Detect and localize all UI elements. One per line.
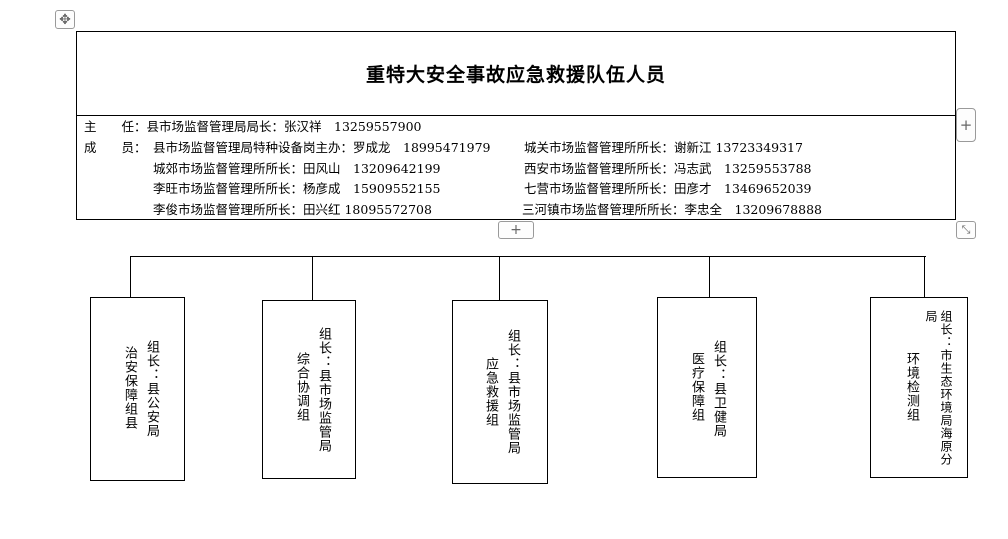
org-connector [130, 256, 131, 297]
director-text: 县市场监督管理局局长：张汉祥 13259557900 [146, 119, 422, 134]
group-leader: 组长：市生态环境局海原分局 [924, 310, 953, 466]
group-name: 综合协调组 [294, 352, 309, 422]
document-title: 重特大安全事故应急救援队伍人员 [77, 32, 955, 116]
member-entry: 城郊市场监督管理所所长：田风山 13209642199 [153, 161, 441, 176]
member-entry: 县市场监督管理局特种设备岗主办：罗成龙 18995471979 [153, 140, 491, 155]
org-connector [924, 256, 925, 297]
group-box-security: 组长：县公安局 治安保障组县 [90, 297, 185, 481]
director-label: 主 任： [84, 119, 147, 134]
group-box-coordination: 组长：县市场监管局 综合协调组 [262, 300, 356, 479]
table-move-handle[interactable]: ✥ [55, 10, 75, 29]
group-box-rescue: 组长：县市场监管局 应急救援组 [452, 300, 548, 484]
resize-icon: ⤡ [961, 223, 971, 236]
org-connector [709, 256, 710, 297]
personnel-table: 重特大安全事故应急救援队伍人员 主 任：县市场监督管理局局长：张汉祥 13259… [76, 31, 956, 220]
table-resize-handle[interactable]: ⤡ [956, 221, 976, 239]
org-connector-horizontal [130, 256, 926, 257]
group-name: 治安保障组县 [122, 346, 137, 430]
group-name: 环境检测组 [904, 352, 919, 422]
member-entry: 七营市场监督管理所所长：田彦才 13469652039 [524, 181, 812, 196]
plus-icon: + [510, 222, 522, 238]
add-column-button[interactable]: + [956, 108, 976, 142]
group-leader: 组长：县卫健局 [711, 340, 726, 438]
group-leader: 组长：县公安局 [144, 340, 159, 438]
add-row-button[interactable]: + [498, 221, 534, 239]
member-entry: 李俊市场监督管理所所长：田兴红 18095572708 [153, 202, 432, 217]
member-entry: 西安市场监督管理所所长：冯志武 13259553788 [524, 161, 812, 176]
members-label: 成 员： [84, 140, 147, 155]
group-box-medical: 组长：县卫健局 医疗保障组 [657, 297, 757, 478]
group-box-environment: 组长：市生态环境局海原分局 环境检测组 [870, 297, 968, 478]
member-entry: 三河镇市场监督管理所所长：李忠全 13209678888 [522, 202, 822, 217]
member-entry: 李旺市场监督管理所所长：杨彦成 15909552155 [153, 181, 441, 196]
group-leader: 组长：县市场监管局 [505, 329, 520, 455]
member-entry: 城关市场监督管理所所长：谢新江 13723349317 [524, 140, 803, 155]
group-name: 应急救援组 [483, 357, 498, 427]
group-leader: 组长：县市场监管局 [316, 327, 331, 453]
move-icon: ✥ [59, 11, 71, 28]
org-connector [312, 256, 313, 300]
org-connector [499, 256, 500, 300]
director-line: 主 任：县市场监督管理局局长：张汉祥 13259557900 [84, 119, 422, 135]
plus-icon: + [959, 116, 973, 134]
group-name: 医疗保障组 [689, 352, 704, 422]
